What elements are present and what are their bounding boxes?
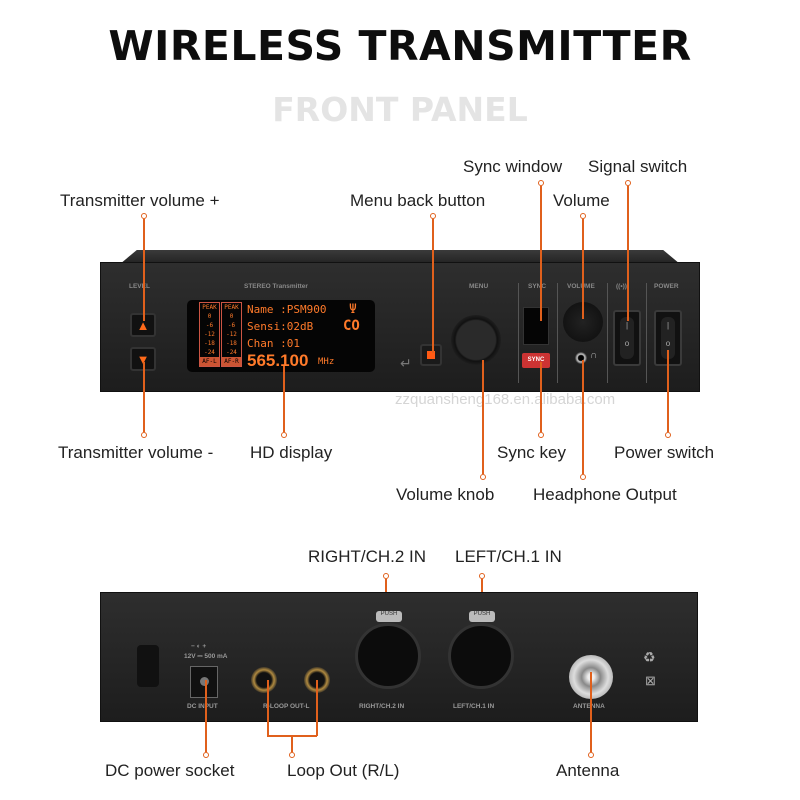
peak-left: PEAK (202, 304, 217, 311)
volume-label: VOLUME (567, 283, 595, 290)
dc-input-socket[interactable] (190, 666, 218, 698)
dc-rating: 12V ⎓ 500 mA (184, 653, 228, 660)
callout-dc-power: DC power socket (105, 761, 235, 780)
callout-volume-down: Transmitter volume - (58, 443, 214, 462)
callout-volume: Volume (553, 191, 610, 210)
callout-volume-up: Transmitter volume + (60, 191, 220, 210)
callout-sync-window: Sync window (463, 157, 563, 176)
right-ch2-input[interactable] (355, 623, 421, 689)
display-unit: MHz (318, 357, 335, 367)
peak-right: PEAK (224, 304, 239, 311)
callout-hd-display: HD display (250, 443, 333, 462)
callout-signal-switch: Signal switch (588, 157, 688, 176)
page-title: WIRELESS TRANSMITTER (108, 22, 692, 70)
callout-antenna: Antenna (556, 761, 620, 780)
callout-volume-knob: Volume knob (396, 485, 495, 504)
headphones-icon: ∩ (590, 350, 598, 361)
signal-label: ((•)) (616, 283, 627, 290)
sync-label: SYNC (528, 283, 547, 290)
display-channel: Chan :01 (247, 337, 300, 350)
model-label: STEREO Transmitter (244, 283, 308, 290)
enter-arrow-icon: ↵ (400, 355, 412, 371)
sync-button[interactable]: SYNC (522, 353, 550, 368)
dc-input-label: DC INPUT (187, 703, 218, 710)
triangle-down-icon: ▼ (136, 351, 150, 367)
section-subtitle: FRONT PANEL (272, 90, 528, 129)
push-tab-right[interactable]: PUSH (376, 611, 402, 622)
callout-sync-key: Sync key (497, 443, 566, 462)
display-sensitivity: Sensi:02dB (247, 320, 314, 333)
callout-left-in: LEFT/CH.1 IN (455, 547, 562, 566)
dc-polarity: − ◐ + (191, 643, 207, 650)
antenna-icon: Ψ (349, 302, 357, 317)
watermark: zzquansheng168.en.alibaba.com (395, 391, 616, 408)
menu-label: MENU (469, 283, 489, 290)
recycle-icon: ♻ (643, 649, 656, 665)
right-in-label: RIGHT/CH.2 IN (359, 703, 405, 710)
callout-right-in: RIGHT/CH.2 IN (308, 547, 427, 566)
left-ch1-input[interactable] (448, 623, 514, 689)
menu-back-button[interactable] (420, 344, 442, 366)
callout-power-switch: Power switch (614, 443, 715, 462)
loop-out-right-jack[interactable] (251, 667, 277, 693)
left-in-label: LEFT/CH.1 IN (453, 703, 495, 710)
callout-headphone: Headphone Output (533, 485, 677, 504)
callout-menu-back: Menu back button (350, 191, 486, 210)
loop-out-label: R-LOOP OUT-L (263, 703, 310, 710)
rear-device: − ◐ + 12V ⎓ 500 mA DC INPUT R-LOOP OUT-L… (100, 592, 698, 722)
cable-clip (137, 645, 159, 687)
menu-knob[interactable] (451, 315, 501, 365)
power-label: POWER (654, 283, 679, 290)
stereo-icon: CO (343, 318, 360, 334)
weee-bin-icon: ⊠ (645, 673, 656, 688)
display-frequency: 565.100 (247, 351, 309, 370)
signal-switch[interactable]: |o (613, 310, 641, 366)
display-name: Name :PSM900 (247, 303, 327, 316)
push-tab-left[interactable]: PUSH (469, 611, 495, 622)
callout-loop-out: Loop Out (R/L) (287, 761, 400, 780)
level-label: LEVEL (129, 283, 150, 290)
antenna-label: ANTENNA (573, 703, 605, 710)
sync-window (523, 307, 549, 345)
triangle-up-icon: ▲ (136, 317, 150, 333)
headphone-jack[interactable] (575, 352, 587, 364)
